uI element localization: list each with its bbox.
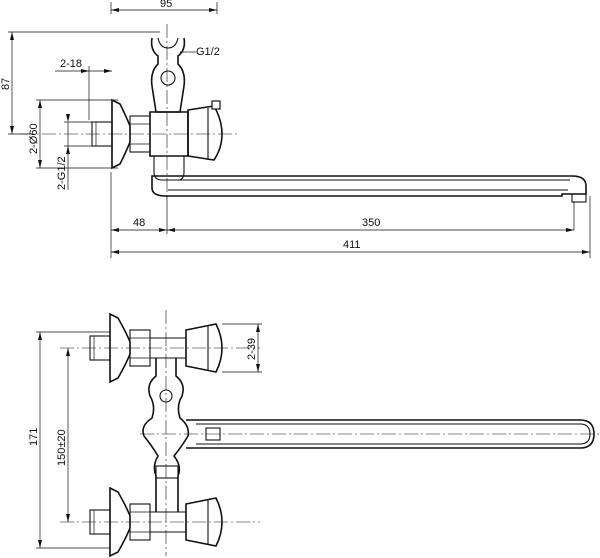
dimension-2-39-label: 2-39 [246,338,258,360]
dimension-2-18-label: 2-18 [60,58,82,70]
spout-side [151,175,587,230]
spout-plan [186,419,595,449]
dimension-48-label: 48 [133,217,145,229]
lower-handle [185,497,223,547]
mixer-body-plan [142,358,190,512]
dimension-87: 87 [0,31,160,135]
dimension-2-18: 2-18 [55,58,112,120]
dimension-2-g1-2: 2-G1/2 [56,114,92,190]
lower-connection [89,486,187,558]
dimension-87-label: 87 [0,78,12,90]
dimension-171: 171 [28,331,110,549]
inlet-nipple-side [91,121,113,147]
dimension-350: 350 [167,217,574,232]
dimension-48: 48 [110,172,168,258]
dimension-411: 411 [111,196,591,258]
dimension-171-label: 171 [28,428,40,446]
dimension-2-o60: 2-Ø60 [28,99,118,169]
dimension-150-label: 150±20 [56,429,68,466]
shower-holder: G1/2 [150,37,220,113]
hose-thread-label: G1/2 [196,46,220,58]
dimension-95-label: 95 [160,0,172,10]
dimension-2-39: 2-39 [222,323,262,373]
handle-side [187,100,223,161]
dimension-150: 150±20 [56,348,70,522]
dimension-411-label: 411 [343,239,361,251]
dimension-95: 95 [110,0,218,14]
upper-handle [185,323,223,373]
valve-body-side [149,111,189,181]
side-elevation-view: 95 87 2-18 2-Ø60 [0,0,591,258]
dimension-350-label: 350 [362,217,380,229]
dimension-2-o60-label: 2-Ø60 [28,123,40,154]
dimension-2-g1-2-label: 2-G1/2 [56,156,68,190]
plan-view: 171 150±20 [28,310,600,558]
